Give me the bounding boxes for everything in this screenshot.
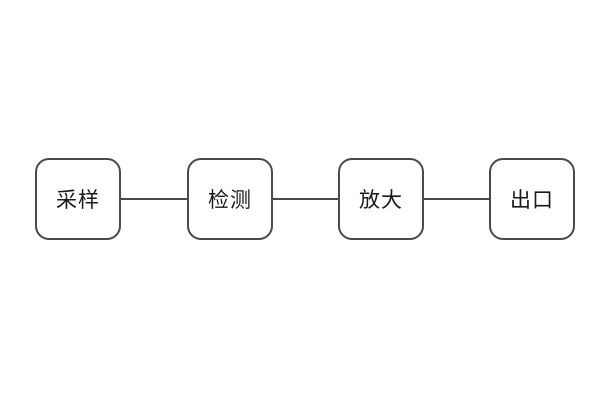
flow-node-label: 出口 [510, 189, 554, 212]
flow-node-detection: 检测 [187, 158, 273, 240]
flow-node-sampling: 采样 [35, 158, 121, 240]
flow-node-outlet: 出口 [489, 158, 575, 240]
connector-line [424, 198, 489, 200]
flow-node-label: 放大 [359, 189, 403, 212]
connector-line [121, 198, 187, 200]
connector-line [273, 198, 338, 200]
flow-node-amplify: 放大 [338, 158, 424, 240]
flow-node-label: 采样 [56, 189, 100, 212]
flow-node-label: 检测 [208, 189, 252, 212]
